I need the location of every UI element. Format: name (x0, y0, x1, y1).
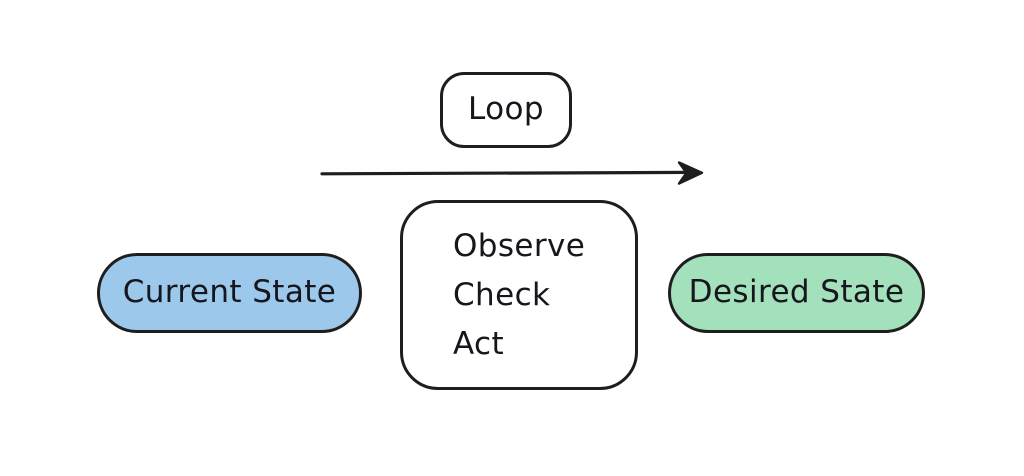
cycle-step-act: Act (453, 325, 505, 362)
cycle-node[interactable]: Observe Check Act (400, 200, 638, 390)
cycle-step-observe: Observe (453, 227, 586, 264)
flow-arrow (318, 152, 710, 194)
desired-state-node[interactable]: Desired State (668, 253, 925, 333)
current-state-node[interactable]: Current State (97, 253, 362, 333)
desired-state-label: Desired State (688, 273, 905, 310)
current-state-label: Current State (122, 273, 337, 310)
loop-label: Loop (468, 90, 544, 127)
cycle-step-check: Check (453, 276, 551, 313)
right-arrow-icon (320, 161, 704, 185)
loop-node[interactable]: Loop (440, 72, 572, 148)
